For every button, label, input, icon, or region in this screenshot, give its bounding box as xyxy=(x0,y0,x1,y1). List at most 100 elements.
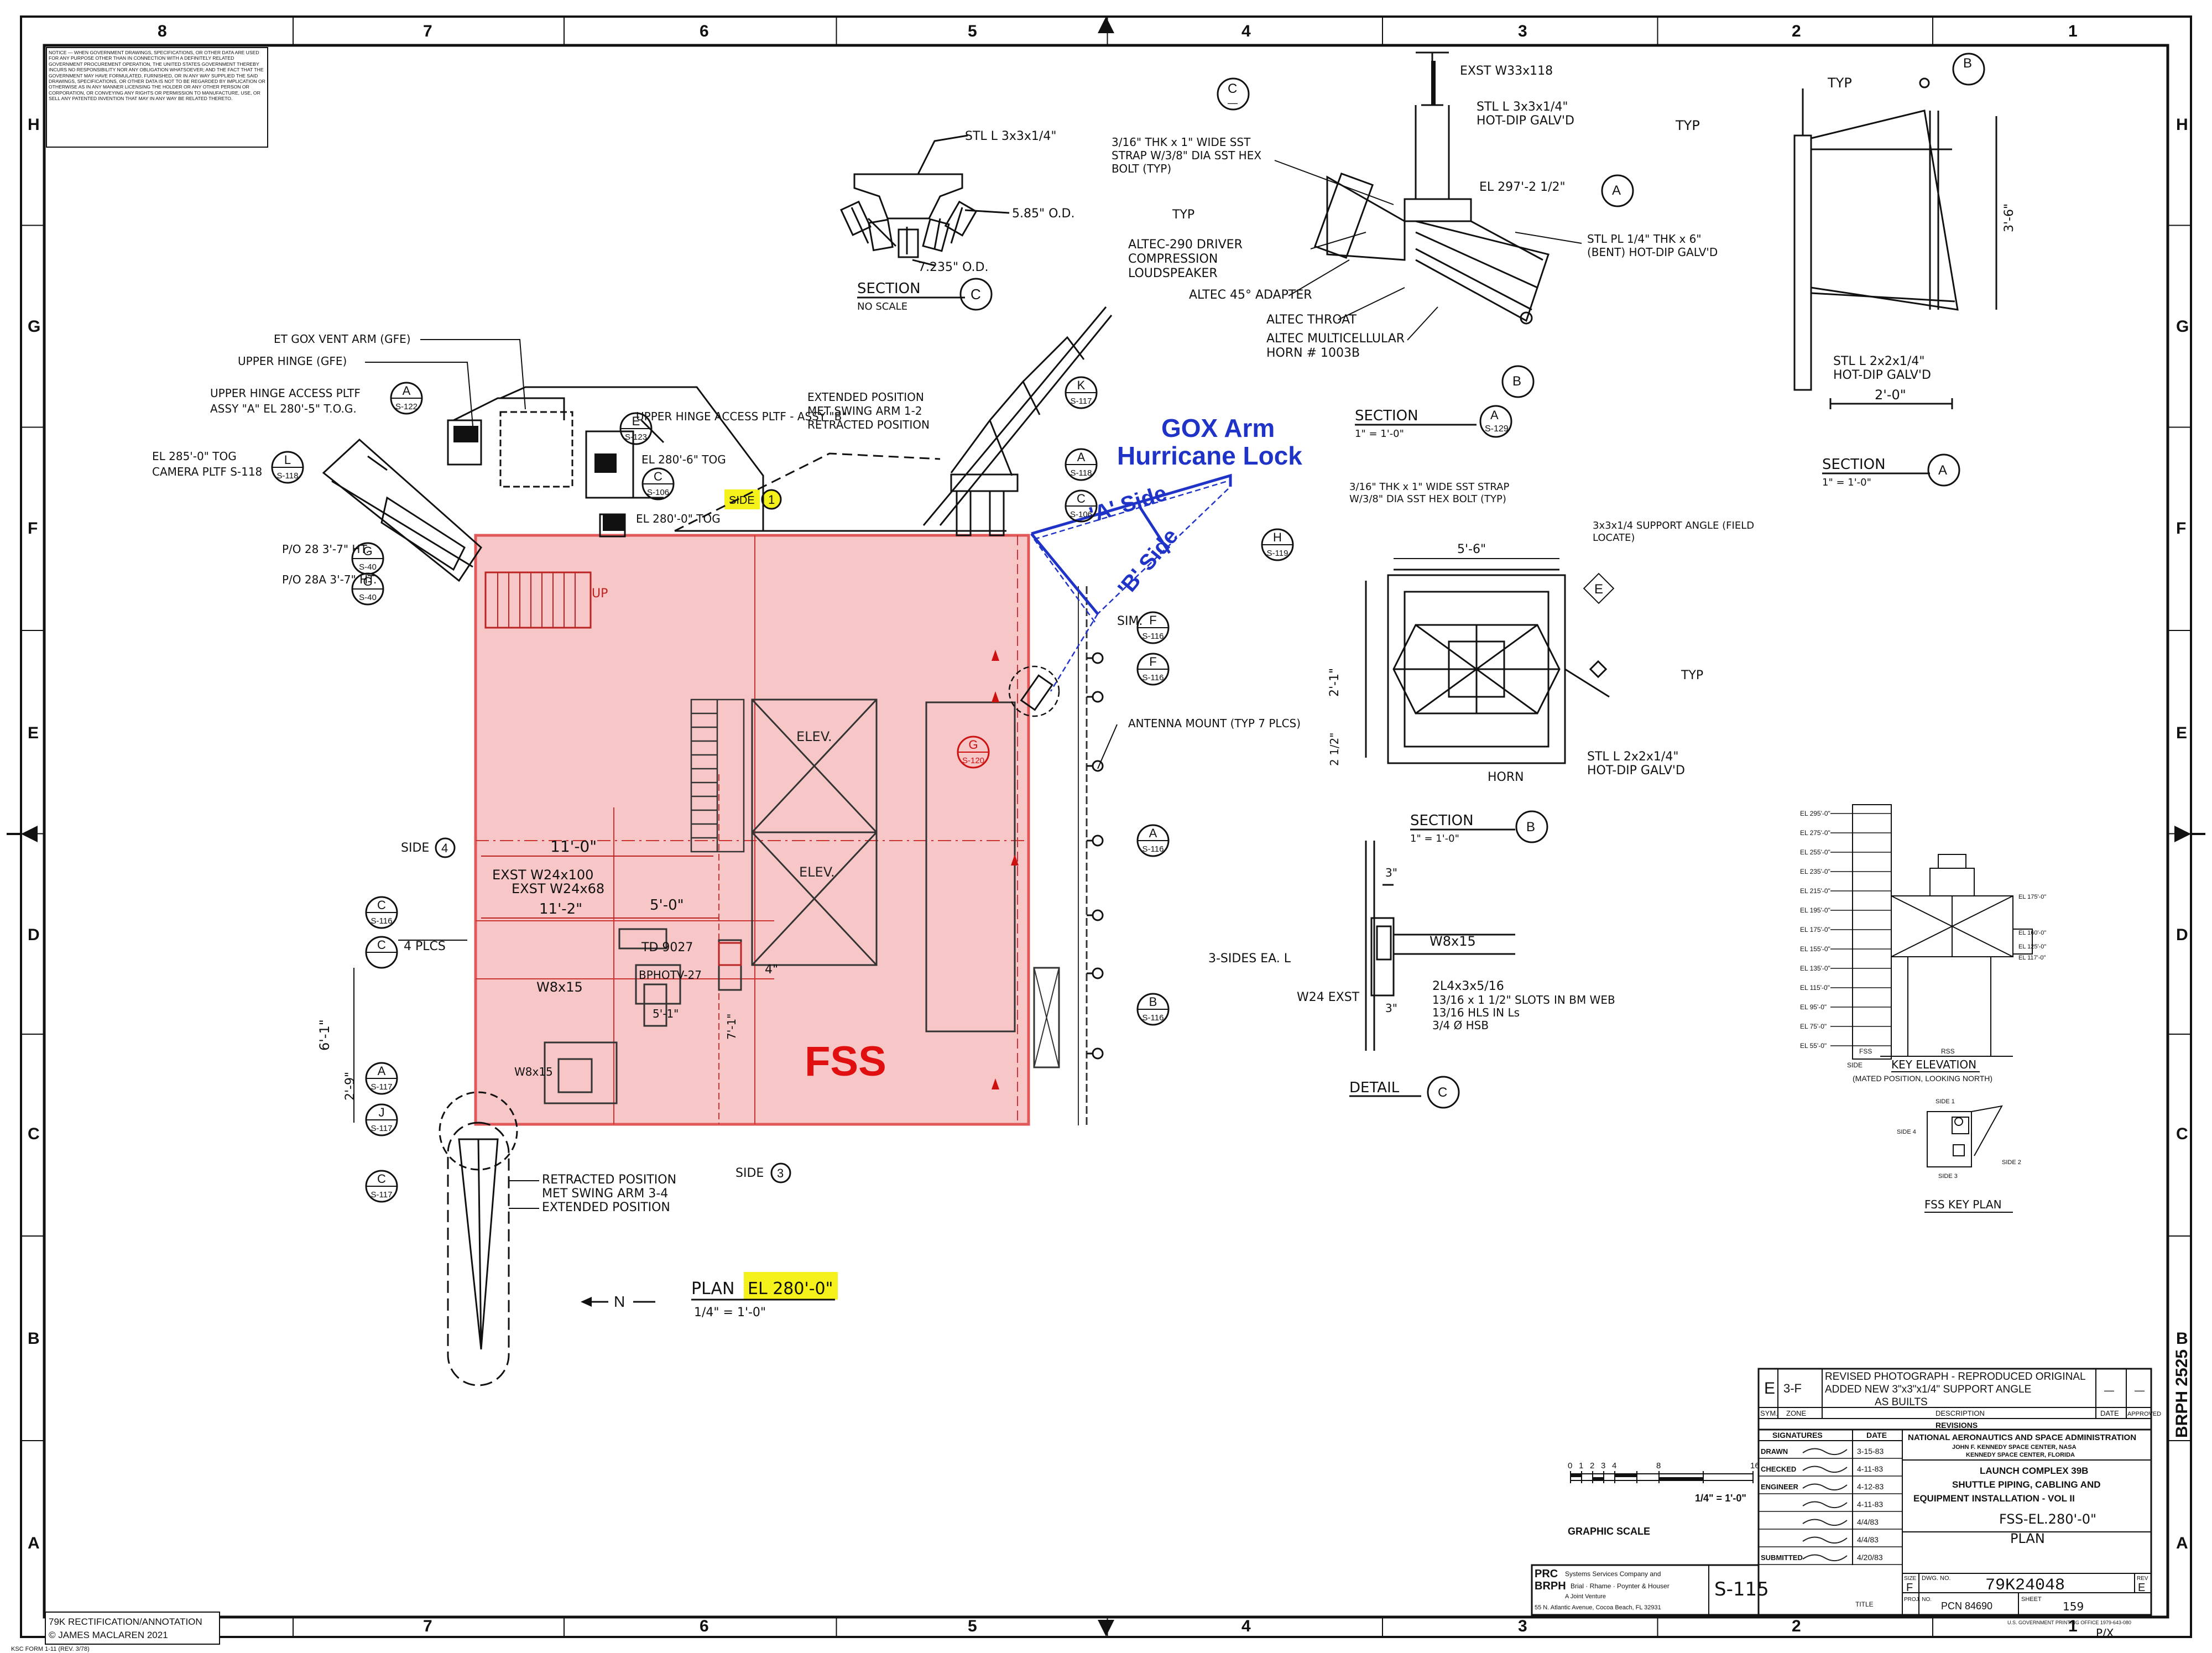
callout-bubble-sheet: S-116 xyxy=(1142,844,1164,854)
section-a-altec45: ALTEC 45° ADAPTER xyxy=(1189,288,1312,302)
section-ar-stl: STL L 2x2x1/4" xyxy=(1833,354,1924,368)
bphotv-label: BPHOTV-27 xyxy=(639,968,702,982)
section-a-title: SECTION xyxy=(1355,408,1418,424)
key-elevation-level: EL 295'-0" xyxy=(1800,810,1830,817)
key-elevation-level: EL 255'-0" xyxy=(1800,848,1830,856)
border-row-label: C xyxy=(28,1125,40,1143)
border-col-label: 1 xyxy=(2068,1617,2078,1635)
callout-bubble-sheet: S-40 xyxy=(359,562,377,572)
callout-bubble-letter: A xyxy=(1077,450,1086,464)
section-ar-title: SECTION xyxy=(1822,456,1886,473)
fss-label: FSS xyxy=(805,1038,886,1085)
callout-bubble: C S-106 xyxy=(1065,489,1098,523)
rev-h-desc: DESCRIPTION xyxy=(1936,1409,1985,1417)
rev-date: — xyxy=(2104,1385,2114,1396)
callout-bubble-sheet: S-119 xyxy=(1267,549,1288,558)
callout-bubble-sheet: S-117 xyxy=(371,1082,393,1092)
callout-bubble-sheet: S-106 xyxy=(647,488,669,497)
detail-c-dim2: 3" xyxy=(1385,1002,1397,1015)
signature-date: 4/20/83 xyxy=(1857,1553,1883,1562)
detail-c-three: 3-SIDES EA. L xyxy=(1208,952,1291,966)
callout-bubble-letter: F xyxy=(1149,613,1156,627)
svg-text:1: 1 xyxy=(768,493,775,507)
key-elevation-level: EL 135'-0" xyxy=(1800,964,1830,972)
border-row-label: H xyxy=(28,116,40,134)
tb-dwg-label: DWG. NO. xyxy=(1922,1575,1951,1582)
section-a-right: TYP TYP STL L 2x2x1/4" HOT-DIP GALV'D 2'… xyxy=(1675,53,2016,488)
tb-misc: P/X xyxy=(2096,1626,2114,1640)
callout-bubble: HS-119 xyxy=(1261,528,1294,561)
section-b-dimv: 2'-1" xyxy=(1328,668,1342,697)
detail-c-l4: 2L4x3x5/16 xyxy=(1432,979,1504,993)
key-elevation-level: EL 175'-0" xyxy=(1800,926,1830,934)
signature-role: ENGINEER xyxy=(1761,1483,1799,1491)
callout-bubble-sheet: S-118 xyxy=(1071,468,1092,478)
section-a-exst: EXST W33x118 xyxy=(1460,64,1553,78)
dim-5-1: 5'-1" xyxy=(653,1007,679,1020)
section-a-scale: 1" = 1'-0" xyxy=(1355,428,1404,440)
section-a-horn: ALTEC MULTICELLULAR HORN # 1003B xyxy=(1266,332,1405,360)
border-row-label: A xyxy=(2176,1534,2188,1552)
key-elevation-level: EL 155'-0" xyxy=(1800,945,1830,953)
callout-bubble: AS-116 xyxy=(1136,824,1170,857)
tb-sheet-label: SHEET xyxy=(2021,1596,2042,1603)
callout-bubble-letter: C xyxy=(1077,492,1086,505)
border-row-label: B xyxy=(2176,1329,2188,1348)
plan-elev-text: EL 280'-0" xyxy=(748,1279,833,1299)
section-b-typ: TYP xyxy=(1681,669,1703,682)
callout-bubble: CS-117 xyxy=(365,1170,398,1203)
gox-arm-line1: GOX Arm xyxy=(1161,414,1275,442)
border-row-label: D xyxy=(28,926,40,944)
border-col-label: 8 xyxy=(158,22,167,40)
callout-bubble: CS-106 xyxy=(641,467,675,500)
svg-text:3: 3 xyxy=(777,1166,784,1180)
svg-text:SIDE: SIDE xyxy=(735,1166,764,1180)
tb-project2: SHUTTLE PIPING, CABLING AND xyxy=(1952,1479,2101,1490)
fss-key-plan: SIDE 1 SIDE 4 SIDE 2 SIDE 3 FSS KEY PLAN xyxy=(1897,1098,2021,1213)
signature-role: SUBMITTED xyxy=(1761,1553,1803,1562)
callout-bubble-letter: F xyxy=(1149,655,1156,669)
section-b-e: E xyxy=(1594,582,1603,597)
border-col-label: 5 xyxy=(968,1617,977,1635)
svg-text:C: C xyxy=(1438,1085,1447,1100)
border-row-label: E xyxy=(28,724,39,742)
firm-brph: BRPH xyxy=(1535,1580,1566,1592)
detail-c-slots: 13/16 x 1 1/2" SLOTS xyxy=(1432,993,1550,1007)
section-a-hot: HOT-DIP GALV'D xyxy=(1477,114,1574,128)
svg-text:SIDE: SIDE xyxy=(401,841,429,855)
section-a-stlpl: STL PL 1/4" THK x 6" (BENT) HOT-DIP GALV… xyxy=(1587,232,1718,259)
met-swing-arm-3-4 xyxy=(439,1091,518,1386)
upper-platforms xyxy=(322,386,1006,582)
tb-sheet-title1: FSS-EL.280'-0" xyxy=(1999,1511,2096,1527)
rev-desc3: AS BUILTS xyxy=(1875,1396,1928,1408)
callout-bubble-letter: A xyxy=(403,384,411,398)
callout-bubble-sheet: S-116 xyxy=(1142,1013,1164,1023)
callout-bubble-letter: K xyxy=(1077,378,1086,392)
key-elev-subtitle: (MATED POSITION, LOOKING NORTH) xyxy=(1853,1074,1992,1083)
svg-text:A: A xyxy=(1938,463,1947,478)
section-ar-typ1: TYP xyxy=(1827,75,1852,91)
key-elevation-level: EL 275'-0" xyxy=(1800,829,1830,837)
key-plan-title: FSS KEY PLAN xyxy=(1924,1198,2002,1211)
callout-bubble: JS-117 xyxy=(365,1103,398,1136)
border-row-label: F xyxy=(28,519,38,538)
callout-bubble-sheet: S-117 xyxy=(371,1124,393,1133)
border-col-label: 7 xyxy=(423,22,432,40)
tb-dwg-no: 79K24048 xyxy=(1985,1576,2065,1595)
callout-bubbles: AS-122LS-118ES-123GS-40GS-40CS-106KS-117… xyxy=(271,376,1294,1203)
graphic-scale-tick: 8 xyxy=(1656,1461,1661,1471)
key-elevation-right-level: EL 175'-0" xyxy=(2018,894,2046,900)
tb-rev: E xyxy=(2138,1582,2145,1594)
section-b-scale: 1" = 1'-0" xyxy=(1410,833,1459,844)
border-zone-labels: 8877665544332211HHGGFFEEDDCCBBAA xyxy=(21,17,2191,1637)
border-row-label: B xyxy=(28,1329,40,1348)
el-280-6-label: EL 280'-6" TOG xyxy=(641,453,726,466)
callout-bubble: FS-116 xyxy=(1136,611,1170,644)
section-ar-typ2: TYP xyxy=(1675,118,1700,133)
sheet-code: S-115 xyxy=(1714,1578,1769,1600)
detail-c-dim1: 3" xyxy=(1385,866,1397,879)
firm-addr: 55 N. Atlantic Avenue, Cocoa Beach, FL 3… xyxy=(1535,1604,1661,1611)
callout-bubble-sheet: S-106 xyxy=(1070,510,1092,519)
callout-bubble: AS-117 xyxy=(365,1062,398,1095)
